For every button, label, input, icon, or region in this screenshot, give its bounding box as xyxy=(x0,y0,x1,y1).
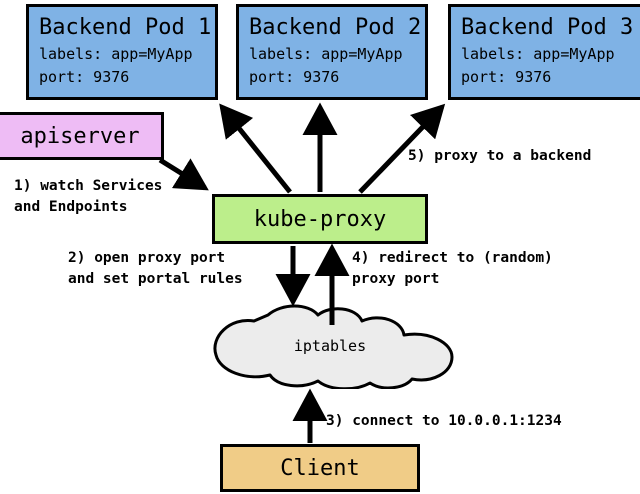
iptables-cloud xyxy=(213,304,454,389)
arrow-kubeproxy-to-pod-1 xyxy=(219,103,292,194)
client-label: Client xyxy=(280,455,360,481)
backend-pod-1-box: Backend Pod 1 labels: app=MyApp port: 93… xyxy=(26,4,218,100)
backend-pod-1-port: port: 9376 xyxy=(39,68,130,86)
backend-pod-3-box: Backend Pod 3 labels: app=MyApp port: 93… xyxy=(448,4,640,100)
step-3-label: 3) connect to 10.0.0.1:1234 xyxy=(326,413,562,429)
step-4-line-2: proxy port xyxy=(352,271,440,287)
step-5-label: 5) proxy to a backend xyxy=(408,148,592,164)
backend-pod-1-labels: labels: app=MyApp xyxy=(39,45,193,63)
backend-pod-2-port: port: 9376 xyxy=(249,68,340,86)
step-2-line-2: and set portal rules xyxy=(68,271,243,287)
step-1-line-2: and Endpoints xyxy=(14,199,128,215)
kube-proxy-box: kube-proxy xyxy=(212,194,428,244)
arrow-apiserver-to-kubeproxy xyxy=(158,157,209,191)
backend-pod-3-labels: labels: app=MyApp xyxy=(461,45,615,63)
client-box: Client xyxy=(220,444,420,492)
backend-pod-2-box: Backend Pod 2 labels: app=MyApp port: 93… xyxy=(236,4,428,100)
apiserver-label: apiserver xyxy=(20,123,140,149)
step-4-line-1: 4) redirect to (random) xyxy=(352,250,553,266)
backend-pod-3-port: port: 9376 xyxy=(461,68,552,86)
step-1-line-1: 1) watch Services xyxy=(14,178,163,194)
backend-pod-3-title: Backend Pod 3 xyxy=(461,15,634,40)
step-2-line-1: 2) open proxy port xyxy=(68,250,226,266)
apiserver-box: apiserver xyxy=(0,112,164,160)
backend-pod-2-labels: labels: app=MyApp xyxy=(249,45,403,63)
backend-pod-2-title: Backend Pod 2 xyxy=(249,15,422,40)
kube-proxy-label: kube-proxy xyxy=(253,206,387,232)
backend-pod-1-title: Backend Pod 1 xyxy=(39,15,212,40)
